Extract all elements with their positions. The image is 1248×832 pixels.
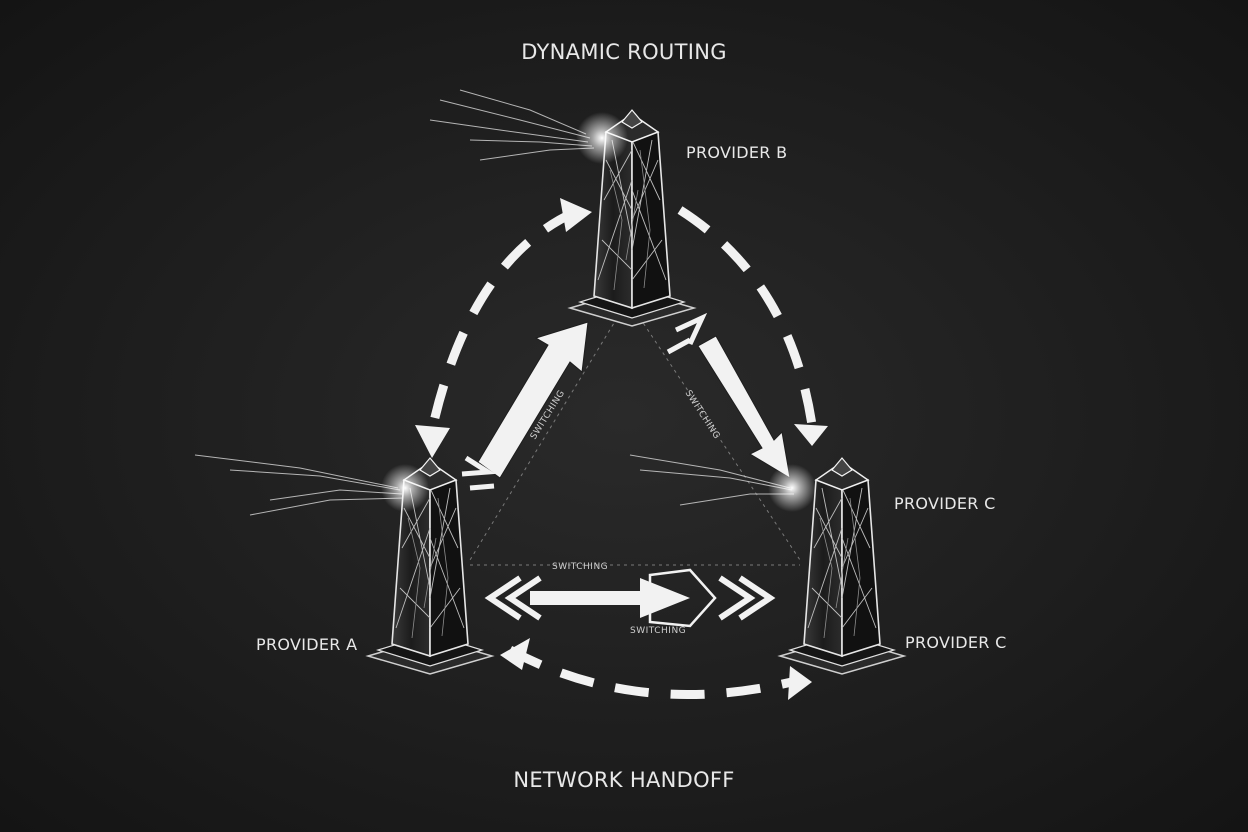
inner-arrow-left [461, 321, 589, 491]
label-provider-c-bottom: PROVIDER C [905, 633, 1007, 652]
outer-dashed-arrows [427, 206, 817, 699]
arrowhead-to-c [794, 424, 828, 446]
diagram-title: DYNAMIC ROUTING [521, 40, 727, 64]
inner-arrow-right [666, 312, 791, 479]
arrowhead-to-a-bottom [500, 638, 530, 670]
signal-glow-c [768, 464, 816, 512]
outer-arrow-heads [415, 198, 828, 700]
data-streams [194, 89, 794, 516]
diagram-caption: NETWORK HANDOFF [513, 768, 735, 792]
arc-a-to-c [507, 646, 802, 699]
arc-b-to-c [677, 206, 817, 426]
arrowhead-to-c-bottom [788, 666, 812, 700]
signal-glow-a [381, 464, 429, 512]
guide-line-left [469, 299, 629, 561]
guide-line-right [627, 299, 801, 561]
link-label-bottom-top: SWITCHING [552, 562, 609, 572]
arrowhead-to-a [415, 425, 450, 458]
label-provider-c-top: PROVIDER C [894, 494, 996, 513]
inner-arrow-bottom [484, 568, 776, 628]
arrowhead-to-b [560, 198, 592, 232]
guide-triangle [469, 299, 801, 566]
signal-glow-b [576, 112, 628, 164]
arc-b-to-a [427, 207, 577, 431]
link-label-bottom-below: SWITCHING [630, 626, 687, 636]
label-provider-b: PROVIDER B [686, 143, 788, 162]
label-provider-a: PROVIDER A [256, 635, 358, 654]
